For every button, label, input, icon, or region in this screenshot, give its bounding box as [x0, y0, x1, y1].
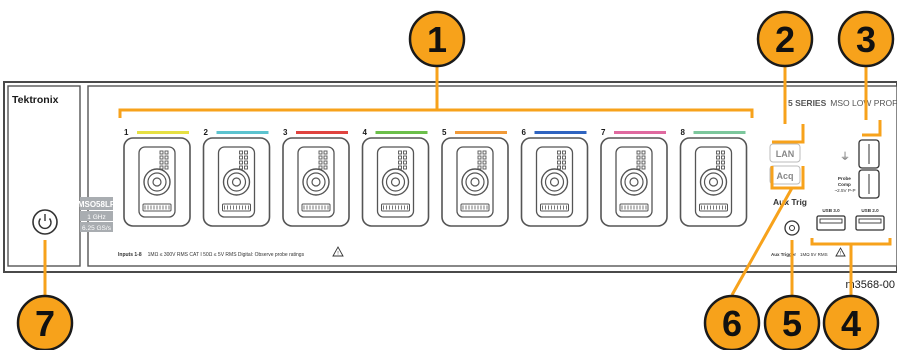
channel-number: 4: [363, 128, 368, 137]
probe-comp-label: Probe Comp ~2.5V P-P: [834, 176, 855, 193]
aux-warning-icon: !: [835, 247, 846, 257]
callout-number: 5: [782, 303, 802, 344]
callout-number: 1: [427, 19, 447, 60]
channel-number: 5: [442, 128, 447, 137]
model-badge: MSO58LP 1 GHz 6.25 GS/s: [78, 197, 116, 232]
bnc-input-connector[interactable]: [123, 137, 191, 227]
usb3-port[interactable]: [816, 215, 846, 231]
left-panel: [7, 85, 81, 267]
channel-color-bar: [296, 131, 348, 134]
usb2-port[interactable]: [855, 215, 885, 231]
warning-icon: !: [332, 246, 344, 257]
callout-number: 2: [775, 19, 795, 60]
usb3-label: USB 3.0: [822, 208, 840, 213]
channel-2: 2: [202, 128, 271, 227]
channel-color-bar: [137, 131, 189, 134]
bnc-input-connector[interactable]: [679, 137, 748, 227]
channel-color-bar: [693, 131, 746, 134]
channel-color-bar: [375, 131, 428, 134]
channel-color-bar: [614, 131, 666, 134]
usb2-label: USB 2.0: [861, 208, 879, 213]
ground-terminal[interactable]: [858, 139, 880, 169]
lan-button[interactable]: LAN: [769, 143, 801, 163]
channel-1: 1: [123, 128, 191, 227]
channel-number: 3: [283, 128, 288, 137]
channel-number: 8: [681, 128, 686, 137]
bnc-input-connector[interactable]: [202, 137, 271, 227]
channel-color-bar: [216, 131, 269, 134]
channel-number: 6: [522, 128, 527, 137]
power-icon: [38, 218, 52, 230]
channel-number: 1: [124, 128, 129, 137]
bnc-input-connector[interactable]: [520, 137, 589, 227]
channel-5: 5: [441, 128, 509, 227]
callout-7: 7: [16, 294, 74, 350]
bracket-lan: [772, 67, 805, 144]
figure-id: m3568-00: [845, 279, 895, 291]
bracket-ground: [862, 66, 882, 137]
probe-comp-terminal[interactable]: [858, 169, 880, 199]
channel-4: 4: [361, 128, 430, 227]
channel-color-bar: [455, 131, 507, 134]
channel-number: 2: [204, 128, 209, 137]
svg-text:!: !: [840, 251, 841, 257]
channel-6: 6: [520, 128, 589, 227]
model-name: MSO58LP: [78, 200, 116, 209]
bracket-acq: [730, 166, 805, 296]
callout-number: 7: [35, 303, 55, 344]
acq-label: Acq: [776, 171, 793, 181]
callout-number: 6: [722, 303, 742, 344]
bnc-input-connector[interactable]: [282, 137, 350, 227]
power-button[interactable]: [32, 209, 58, 235]
channel-7: 7: [600, 128, 668, 227]
model-sample-rate: 6.25 GS/s: [82, 225, 112, 232]
callout-5: 5: [763, 294, 821, 350]
callout-2: 2: [756, 10, 814, 68]
aux-trig-title: Aux Trig: [773, 197, 807, 207]
aux-trig-connector[interactable]: [784, 220, 800, 236]
channel-number: 7: [601, 128, 606, 137]
channel-8: 8: [679, 128, 748, 227]
callout-brackets: [43, 66, 892, 297]
ground-icon: ⏚: [840, 151, 850, 163]
bracket-usb: [810, 238, 892, 296]
callout-4: 4: [822, 294, 880, 350]
callout-3: 3: [837, 10, 895, 68]
callout-number: 4: [841, 303, 861, 344]
bnc-input-connector[interactable]: [600, 137, 668, 227]
channel-color-bar: [534, 131, 587, 134]
channel-inputs: 1 2 3 4 5 6 7 8: [123, 128, 748, 227]
callout-number: 3: [856, 19, 876, 60]
acq-button[interactable]: Acq: [769, 165, 801, 185]
callout-6: 6: [703, 294, 761, 350]
channel-3: 3: [282, 128, 350, 227]
lan-label: LAN: [776, 149, 795, 159]
model-bandwidth: 1 GHz: [87, 214, 105, 221]
bnc-input-connector[interactable]: [361, 137, 430, 227]
bnc-input-connector[interactable]: [441, 137, 509, 227]
svg-text:!: !: [337, 251, 339, 257]
brand-logo: Tektronix: [12, 94, 59, 106]
callout-1: 1: [408, 10, 466, 68]
